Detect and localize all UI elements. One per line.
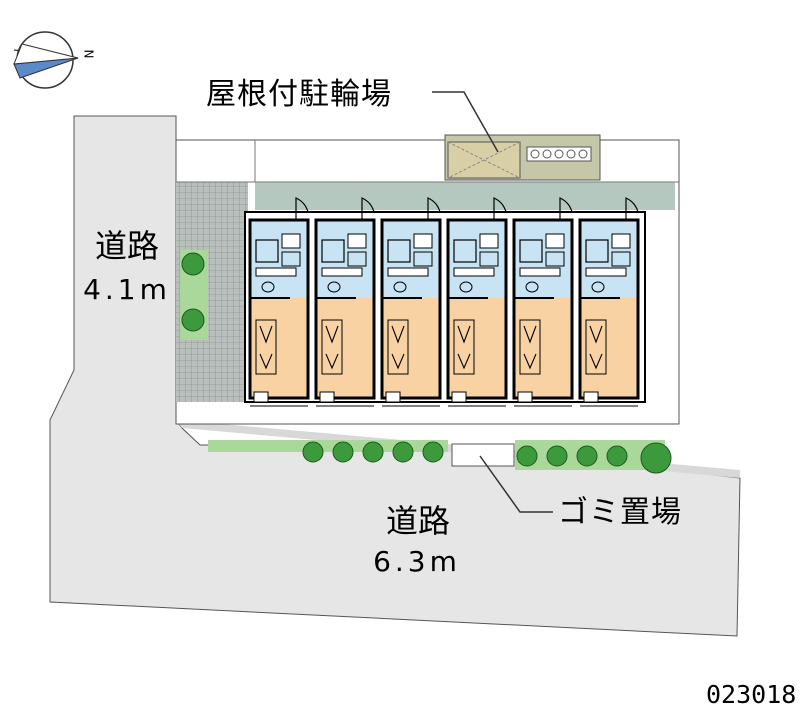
road-south-name: 道路 [385,502,450,540]
unit-6 [578,196,640,408]
bike-rack-loops [530,149,588,159]
unit-4 [446,196,508,408]
unit-1 [248,196,310,408]
bike-parking-cross [447,141,521,179]
trash-area-leader [479,455,553,513]
unit-3 [380,196,442,408]
road-west-name: 道路 [94,227,159,265]
compass-north-letter: N [81,49,96,59]
shrubs-south [302,441,672,474]
trash-area-label: ゴミ置場 [558,495,682,530]
trash-area [451,443,515,467]
bike-parking-label: 屋根付駐輪場 [206,77,392,112]
road-west-width: 4.1m [83,273,171,306]
shrubs-west [181,252,205,332]
building-outline [244,211,646,403]
road-south-width: 6.3m [373,545,461,578]
site-shadow-top [255,182,675,210]
green-strip-south [208,440,448,452]
walkway [208,182,248,402]
unit-5 [512,196,574,408]
north-arrow-icon [13,31,79,89]
unit-2 [314,196,376,408]
bike-rack [526,146,592,162]
bike-parking-leader [432,91,499,153]
property-code: 023018 [706,680,797,709]
